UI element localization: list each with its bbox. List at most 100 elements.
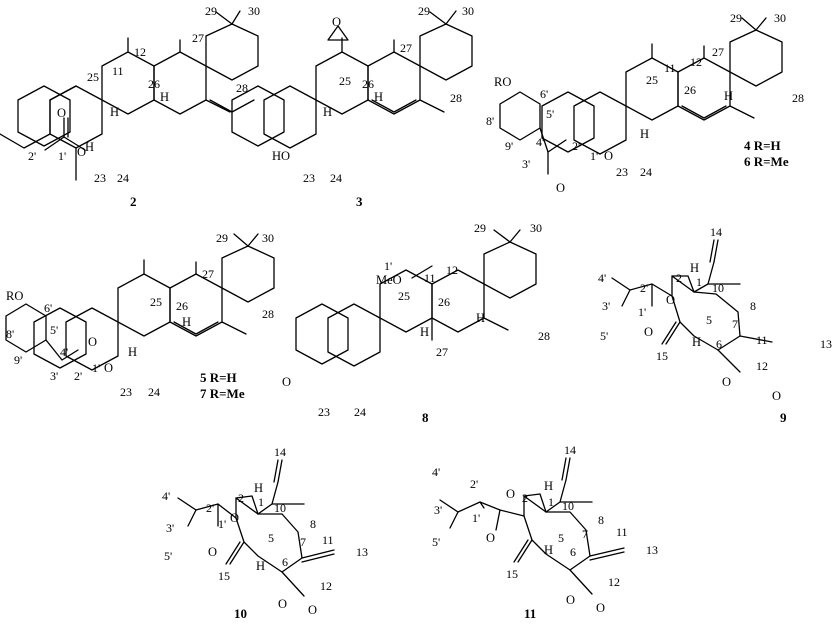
atom-label: 30	[530, 221, 542, 235]
atom-label: H	[110, 105, 119, 119]
compound-number: 2	[130, 194, 137, 209]
r-group-label: 4 R=H	[744, 138, 781, 153]
compound-number: 3	[356, 194, 363, 209]
atom-label: 4'	[536, 135, 544, 149]
compound-10-skeleton	[225, 459, 335, 597]
atom-label: 2'	[206, 501, 214, 515]
atom-label: 28	[236, 81, 248, 95]
atom-label: 5	[558, 531, 564, 545]
atom-label: 3'	[522, 157, 530, 171]
atom-label: 25	[87, 70, 99, 84]
atom-label: 24	[148, 385, 160, 399]
compound-9-skeleton	[661, 239, 773, 373]
atom-label: 12	[756, 359, 768, 373]
atom-label: 24	[640, 165, 652, 179]
atom-label: O	[308, 603, 317, 617]
atom-label: 11	[756, 333, 768, 347]
atom-label: 26	[148, 77, 160, 91]
atom-label: 3'	[166, 521, 174, 535]
atom-label: 11	[424, 271, 436, 285]
atom-label: 11	[616, 525, 628, 539]
atom-label: H	[160, 90, 169, 104]
compound-5-7-skeleton	[33, 233, 275, 371]
atom-label: O	[666, 293, 675, 307]
atom-label: 2'	[470, 477, 478, 491]
atom-label: 25	[646, 73, 658, 87]
atom-label: 11	[664, 61, 676, 75]
atom-label: O	[104, 361, 113, 375]
atom-label: 27	[192, 31, 204, 45]
atom-label: 1'	[638, 305, 646, 319]
atom-label: HO	[272, 149, 290, 163]
compound-8-skeleton	[295, 229, 537, 367]
atom-label: 1	[258, 495, 264, 509]
atom-label: 1'	[58, 149, 66, 163]
atom-label: H	[544, 479, 553, 493]
atom-label: 25	[339, 74, 351, 88]
atom-label: H	[256, 559, 265, 573]
atom-label: 23	[120, 385, 132, 399]
atom-label: 23	[616, 165, 628, 179]
atom-label: H	[476, 311, 485, 325]
atom-label: H	[254, 481, 263, 495]
atom-label: 2'	[28, 149, 36, 163]
atom-label: O	[77, 145, 86, 159]
atom-label: 6'	[44, 301, 52, 315]
atom-label: 5'	[164, 549, 172, 563]
atom-label: RO	[6, 289, 23, 303]
atom-label: 15	[656, 349, 668, 363]
r-group-label: 7 R=Me	[200, 386, 245, 401]
atom-label: 2'	[572, 139, 580, 153]
atom-label: 29	[730, 11, 742, 25]
atom-label: O	[644, 325, 653, 339]
atom-label: 12	[446, 263, 458, 277]
atom-label: 11	[322, 533, 334, 547]
compound-2-skeleton	[0, 10, 259, 181]
atom-label: 5'	[432, 535, 440, 549]
atom-label: 28	[792, 91, 804, 105]
atom-label: 25	[150, 295, 162, 309]
compound-11: 14 4' 2' H 2 1 10 3' 1' O 8 5 7 11 5' O …	[432, 443, 658, 621]
atom-label: H	[182, 315, 191, 329]
atom-label: 2	[676, 271, 682, 285]
atom-label: 28	[262, 307, 274, 321]
atom-label: O	[332, 15, 341, 29]
atom-label: 14	[274, 445, 286, 459]
atom-label: 5	[706, 313, 712, 327]
compound-9: 14 4' 2' 2 H 1 10 3' 1' O 8 5 7 11 5' O …	[598, 225, 832, 425]
atom-label: 29	[216, 231, 228, 245]
atom-label: 4'	[598, 271, 606, 285]
atom-label: 6	[716, 337, 722, 351]
compound-5-7-cinnamoyl	[5, 303, 79, 361]
atom-label: RO	[494, 75, 511, 89]
atom-label: 27	[400, 41, 412, 55]
atom-label: 8	[310, 517, 316, 531]
compound-11-skeleton	[513, 457, 625, 595]
atom-label: 12	[608, 575, 620, 589]
compound-10-ester-chain	[177, 497, 237, 527]
atom-label: 15	[218, 569, 230, 583]
atom-label: 1	[548, 495, 554, 509]
atom-label: O	[604, 149, 613, 163]
atom-label: H	[640, 127, 649, 141]
atom-label: 27	[436, 345, 448, 359]
atom-label: 5'	[546, 107, 554, 121]
atom-label: 4'	[162, 489, 170, 503]
atom-label: 23	[303, 171, 315, 185]
atom-label: 29	[474, 221, 486, 235]
atom-label: 1'	[384, 259, 392, 273]
atom-label: 23	[94, 171, 106, 185]
compound-4-6: RO 6' 5' 8' 9' 4' 3' 2' 1' O O 29 30 12 …	[486, 11, 804, 195]
atom-label: O	[208, 545, 217, 559]
atom-label: O	[772, 389, 781, 403]
compound-9-ester-chain	[611, 277, 673, 307]
atom-label: 1'	[472, 511, 480, 525]
atom-label: O	[506, 487, 515, 501]
compound-11-ester-chain	[439, 499, 525, 531]
atom-label: 27	[712, 45, 724, 59]
atom-label: 9'	[505, 139, 513, 153]
atom-label: 6	[282, 555, 288, 569]
atom-label: 1	[696, 275, 702, 289]
atom-label: 26	[438, 295, 450, 309]
